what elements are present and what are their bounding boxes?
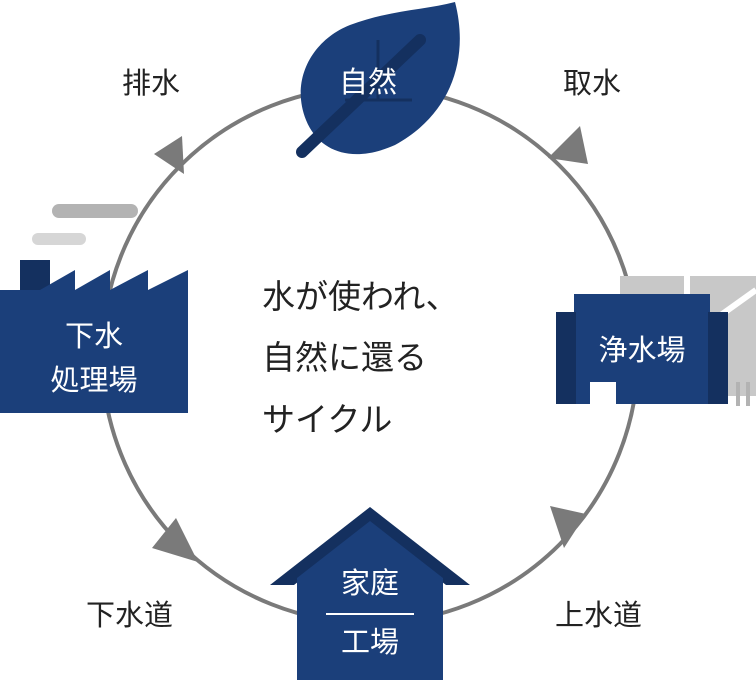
arrow-right-upper-icon [548,126,588,164]
plant-leg-2 [746,382,750,406]
plant-side-wall-left [556,312,576,404]
smoke-upper [52,204,138,218]
flow-intake-label: 取水 [563,66,621,100]
factory-icon [0,270,188,413]
plant-side-wall-right [708,312,728,404]
home-label: 家庭 [341,566,399,600]
center-text-line2: 自然に還る [262,338,427,377]
nature-label: 自然 [339,65,397,99]
flow-water-supply-label: 上水道 [555,598,642,632]
sewage-label-line2: 処理場 [50,363,137,397]
sewage-label-line1: 下水 [65,319,123,353]
purification-node: 浄水場 [556,276,756,406]
purification-label: 浄水場 [598,333,685,367]
factory-label: 工場 [341,625,399,659]
home-factory-node: 家庭 工場 [270,507,470,680]
center-text-line1: 水が使われ、 [262,277,459,316]
arrow-left-upper-icon [154,136,184,174]
sewage-node: 下水 処理場 [0,204,188,413]
flow-discharge-label: 排水 [122,66,180,100]
arrow-left-lower-icon [152,518,198,562]
nature-node: 自然 [296,2,460,158]
leaf-vein-icon [296,34,426,158]
plant-leg-1 [736,382,740,406]
arrow-right-lower-icon [550,506,586,548]
house-icon [297,521,443,680]
flow-sewer-label: 下水道 [86,598,173,632]
center-text-line3: サイクル [262,400,392,439]
smoke-lower [32,233,86,245]
plant-door [590,382,616,404]
